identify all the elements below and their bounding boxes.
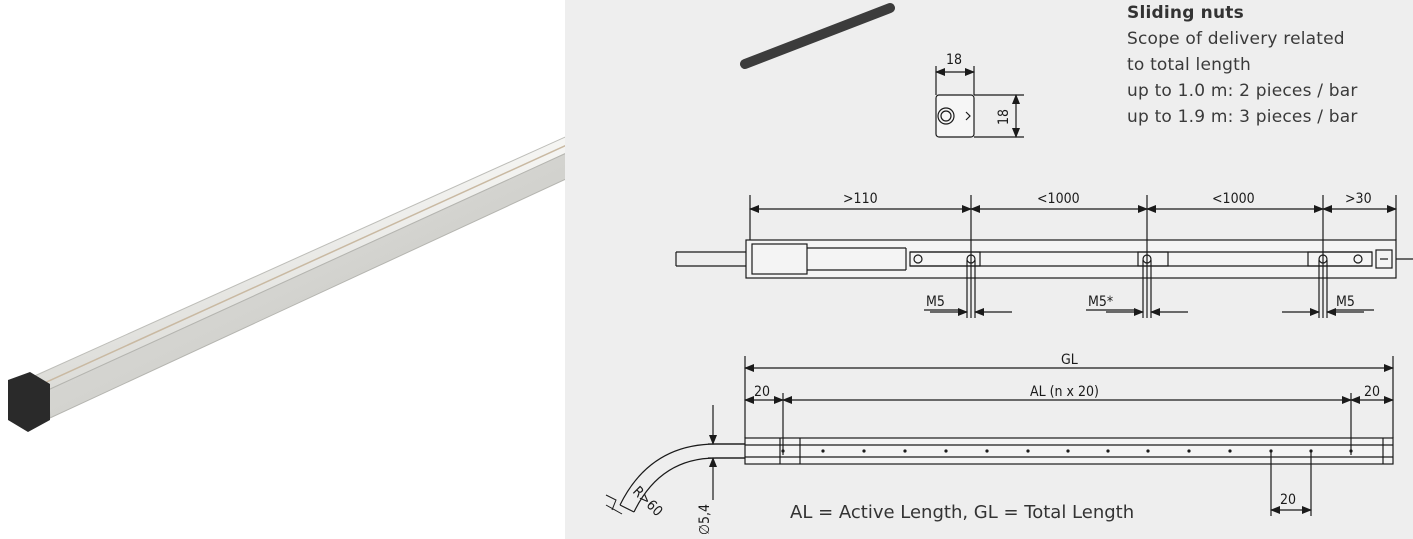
pitch-label: 20 (1280, 492, 1296, 508)
sliding-nut-end-view (935, 66, 1024, 138)
dim-second-spacing: <1000 (1212, 191, 1255, 207)
sensor-point-dots (781, 449, 1353, 453)
notes-line-4: up to 1.9 m: 3 pieces / bar (1127, 107, 1358, 127)
bend-radius-label: R>60 (629, 484, 665, 520)
end-view-height-label: 18 (996, 109, 1012, 125)
end-cap (8, 372, 50, 432)
notes-line-3: up to 1.0 m: 2 pieces / bar (1127, 81, 1358, 101)
thread-label-middle: M5* (1088, 294, 1113, 310)
notes-line-1: Scope of delivery related (1127, 29, 1345, 49)
notes-title: Sliding nuts (1127, 3, 1244, 23)
cable-diameter-label: ∅5,4 (697, 504, 713, 535)
left-offset-label: 20 (754, 384, 770, 400)
thread-label-left: M5 (926, 294, 945, 310)
thread-label-right: M5 (1336, 294, 1355, 310)
end-view-width-label: 18 (946, 52, 962, 68)
active-length-label: AL (n x 20) (1030, 384, 1099, 400)
cable-extension (740, 3, 895, 69)
sliding-nuts-notes: Sliding nuts Scope of delivery related t… (1127, 0, 1413, 130)
product-photo-panel (0, 0, 565, 539)
legend-text: AL = Active Length, GL = Total Length (790, 502, 1134, 523)
product-photo (8, 136, 565, 432)
right-offset-label: 20 (1364, 384, 1380, 400)
dim-end-offset: >30 (1345, 191, 1372, 207)
total-length-label: GL (1061, 352, 1078, 368)
top-view-drawing (675, 195, 1413, 318)
side-view-drawing (605, 356, 1394, 516)
notes-line-2: to total length (1127, 55, 1251, 75)
dim-first-spacing: <1000 (1037, 191, 1080, 207)
dim-start-offset: >110 (843, 191, 878, 207)
